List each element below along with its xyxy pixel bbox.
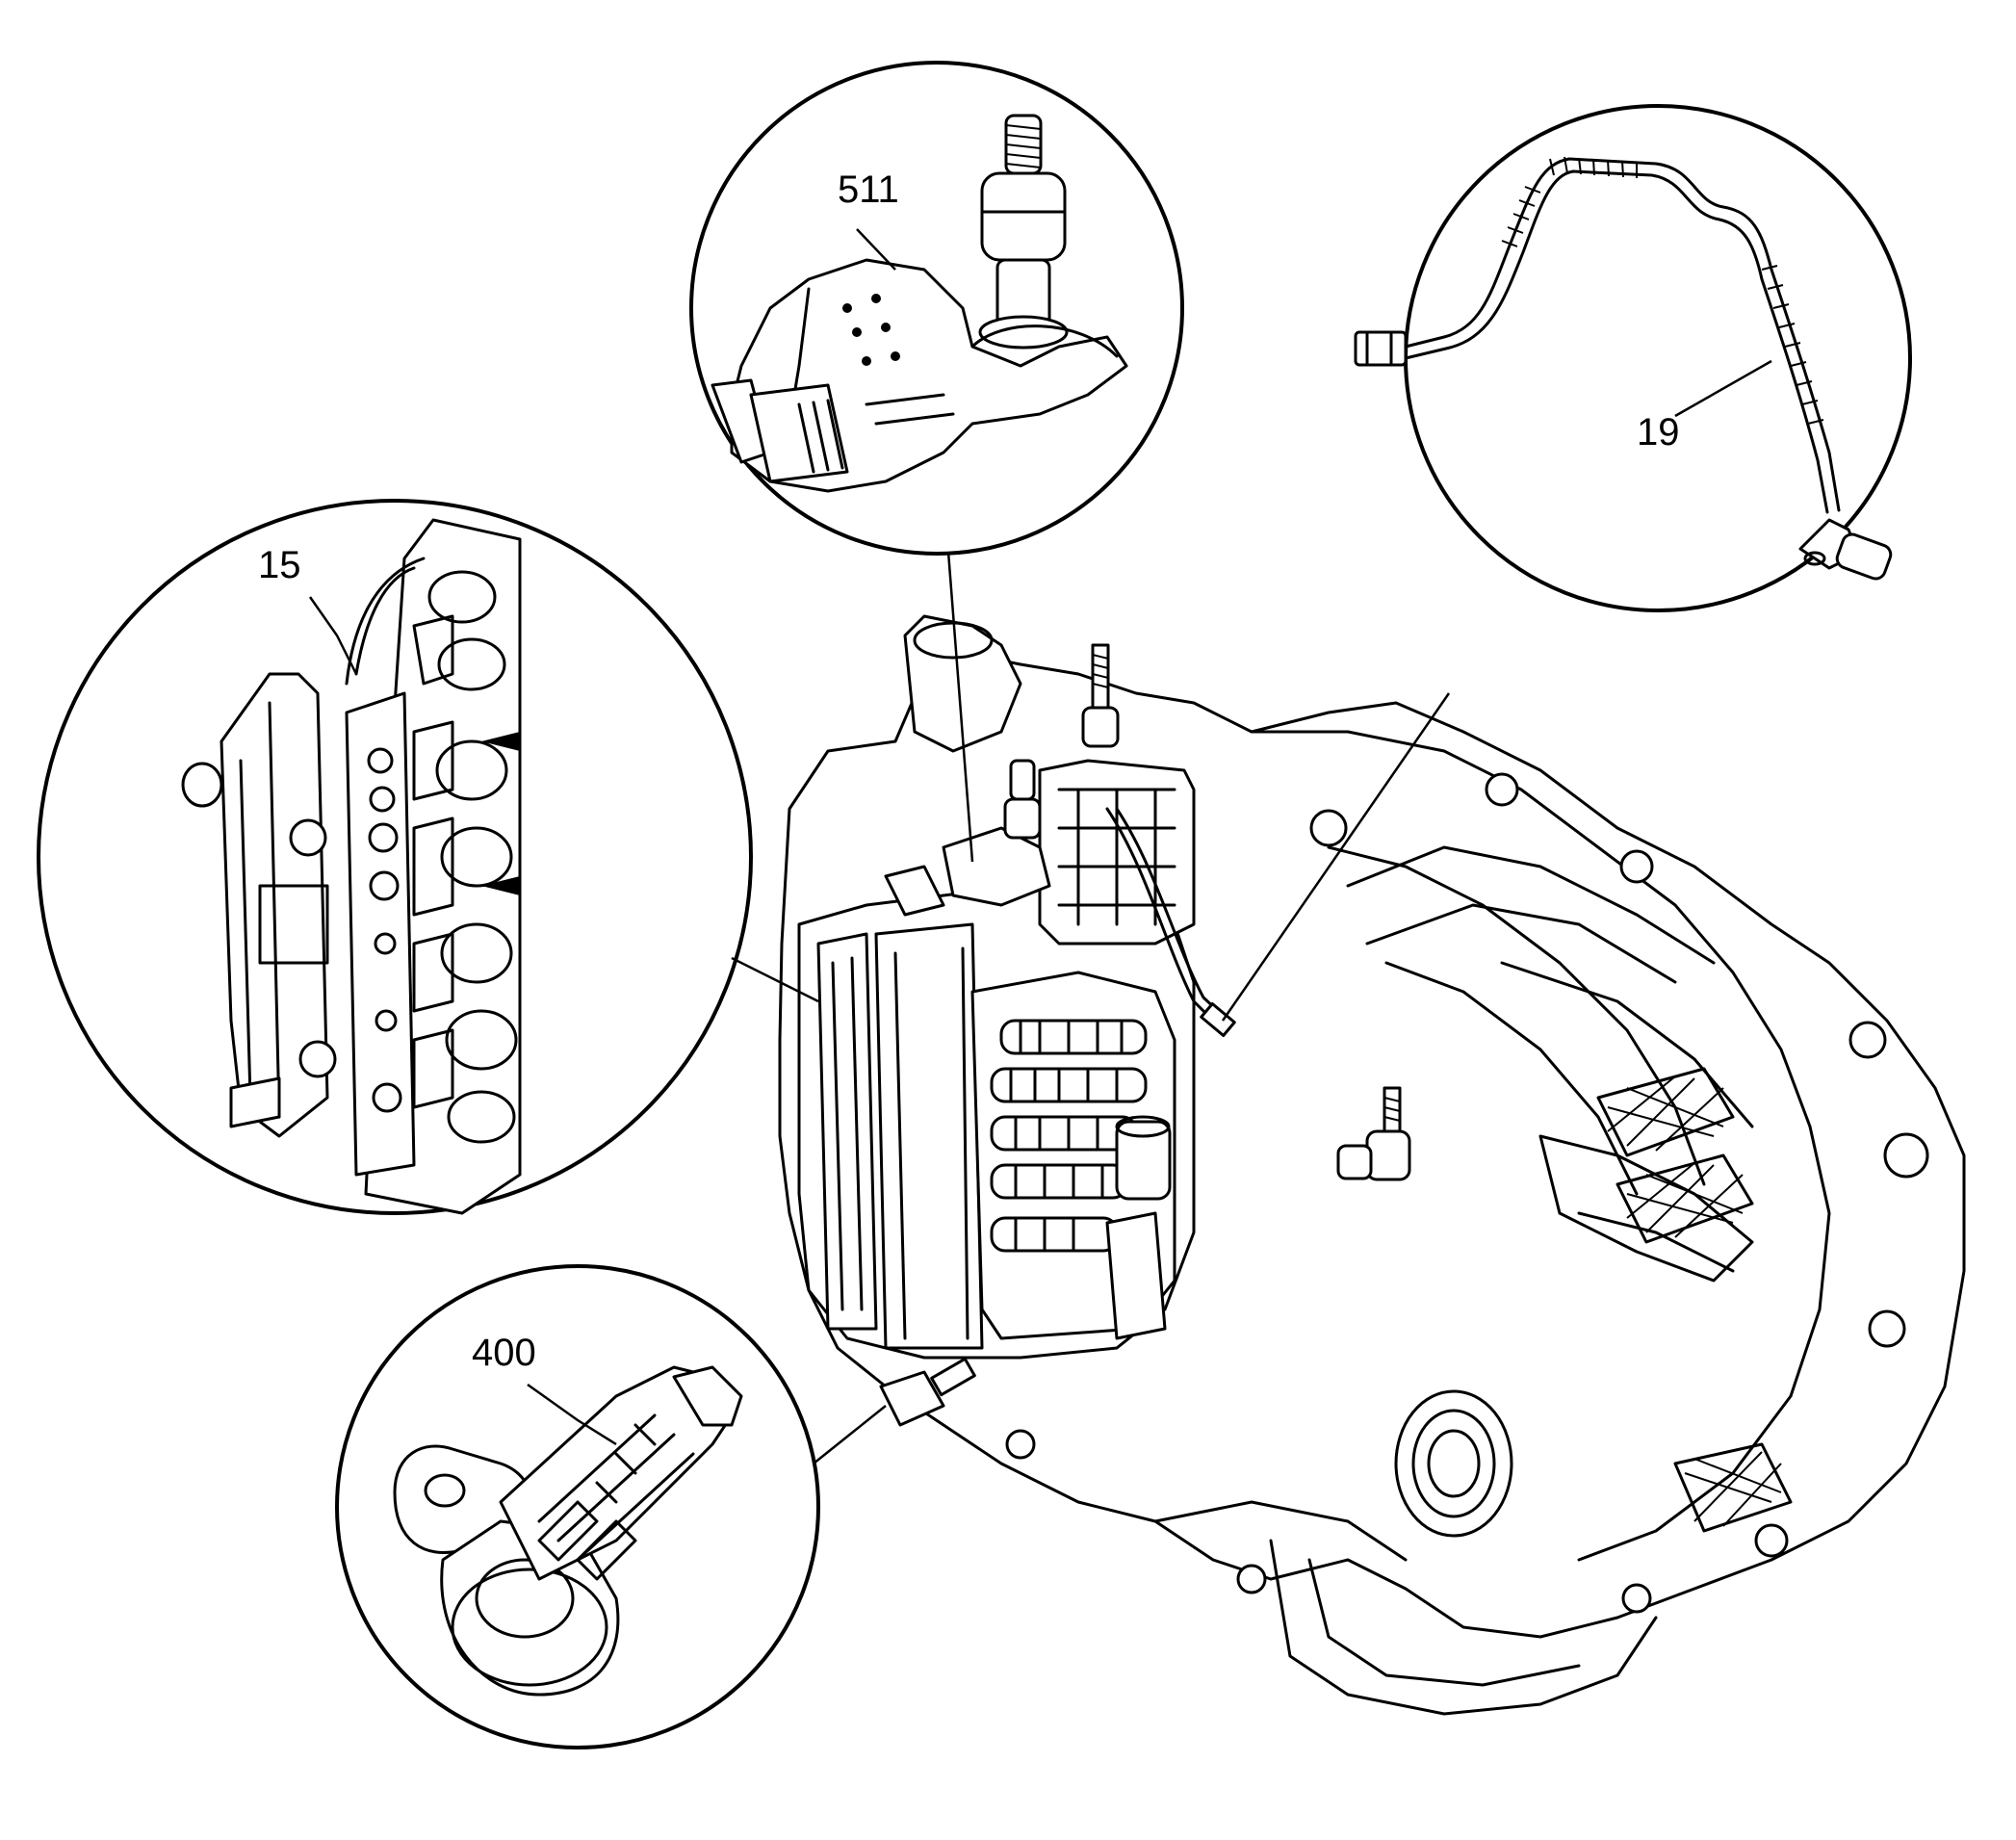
callout-15: 15 <box>258 544 301 586</box>
hatch-plate-lower <box>1673 1442 1793 1533</box>
solenoid-stack <box>427 570 518 1144</box>
detail-output-speed-sensor <box>335 1264 820 1749</box>
detail-range-switch <box>689 61 1184 556</box>
leader-lines <box>308 228 1772 1464</box>
callout-19: 19 <box>1637 411 1680 454</box>
housing-bolts <box>1005 772 1929 1614</box>
detail-control-solenoid-assembly <box>37 499 753 1215</box>
stud-bolts <box>1081 643 1411 1181</box>
hatch-plate-middle <box>1615 1153 1754 1244</box>
hatch-plate-upper <box>1596 1067 1735 1157</box>
spool-valves <box>990 1019 1148 1253</box>
callout-400: 400 <box>472 1332 536 1374</box>
output-speed-sensor-installed <box>879 1357 976 1427</box>
valve-body <box>797 759 1236 1360</box>
detail-speed-sensor-harness <box>1354 104 1912 612</box>
callout-511: 511 <box>838 168 899 211</box>
axle-seal <box>1394 1389 1513 1538</box>
